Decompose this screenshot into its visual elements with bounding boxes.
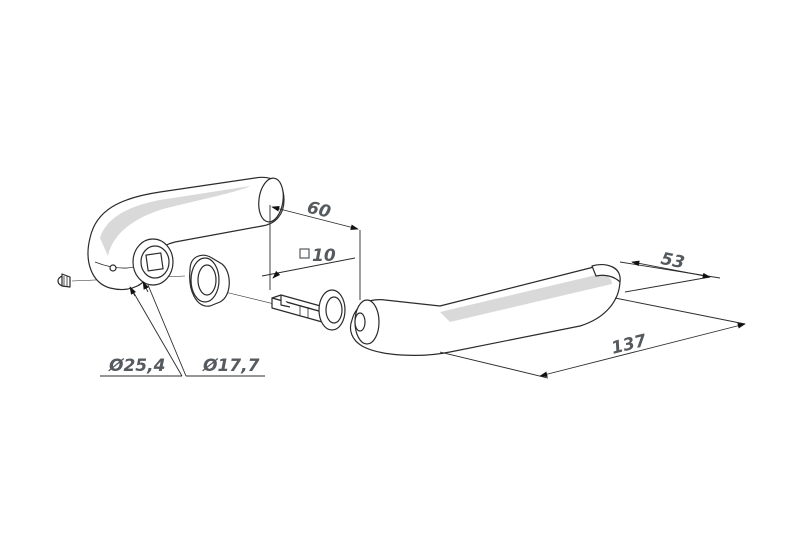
dimension-label-rose-diameter: Ø25,4	[108, 356, 165, 376]
square-symbol-icon	[299, 248, 310, 259]
grub-screw	[57, 273, 71, 288]
bushing-ring	[189, 254, 230, 307]
dimension-label-53: 53	[659, 249, 686, 273]
right-bushing-ring	[318, 289, 346, 331]
dimension-diameters: Ø25,4 Ø17,7	[100, 281, 265, 377]
left-lever-handle	[87, 176, 285, 290]
right-lever-handle	[349, 263, 621, 356]
dimension-label-neck-diameter: Ø17,7	[202, 356, 260, 376]
dimension-label-60: 60	[305, 198, 333, 223]
dimension-label-10: 10	[312, 246, 336, 266]
dimension-label-137: 137	[609, 331, 648, 359]
dimension-spindle-square: 10	[261, 246, 356, 279]
dimension-height: 53	[619, 249, 721, 293]
